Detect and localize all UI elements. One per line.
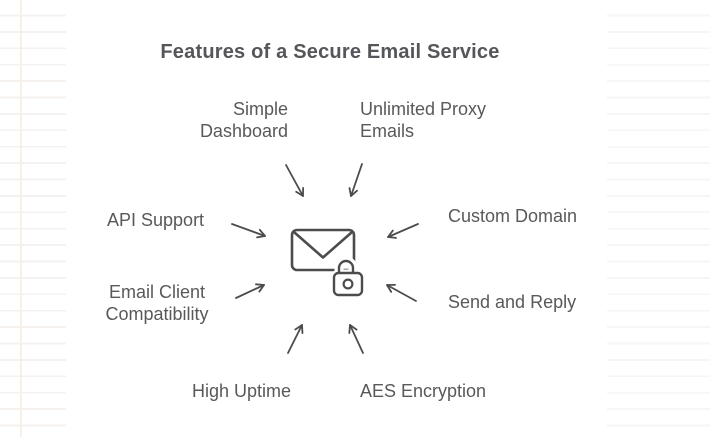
arrow-email-client	[235, 283, 265, 299]
ruled-paper-left-margin	[0, 0, 66, 437]
arrow-unlimited-proxy	[348, 163, 363, 197]
padlock-icon	[332, 259, 364, 297]
secure-email-icon	[290, 228, 366, 299]
feature-label-unlimited-proxy-emails: Unlimited Proxy Emails	[360, 99, 487, 141]
arrow-send-and-reply	[386, 283, 417, 302]
ruled-paper-vertical-line	[20, 0, 22, 437]
feature-label-simple-dashboard: Simple Dashboard	[199, 99, 288, 141]
page-title: Features of a Secure Email Service	[160, 41, 500, 64]
arrow-simple-dashboard	[285, 164, 305, 197]
arrow-api-support	[231, 223, 266, 239]
feature-label-email-client-compatibility: Email Client Compatibility	[105, 282, 209, 324]
feature-label-aes-encryption: AES Encryption	[360, 381, 487, 401]
arrow-high-uptime	[287, 324, 304, 354]
feature-label-high-uptime: High Uptime	[192, 381, 292, 401]
feature-label-send-and-reply: Send and Reply	[448, 292, 577, 312]
arrow-aes-encryption	[348, 324, 364, 354]
arrow-custom-domain	[387, 223, 419, 239]
feature-label-custom-domain: Custom Domain	[448, 206, 578, 226]
envelope-icon	[290, 228, 356, 272]
ruled-paper-right-margin	[607, 0, 710, 437]
feature-label-api-support: API Support	[107, 210, 205, 230]
